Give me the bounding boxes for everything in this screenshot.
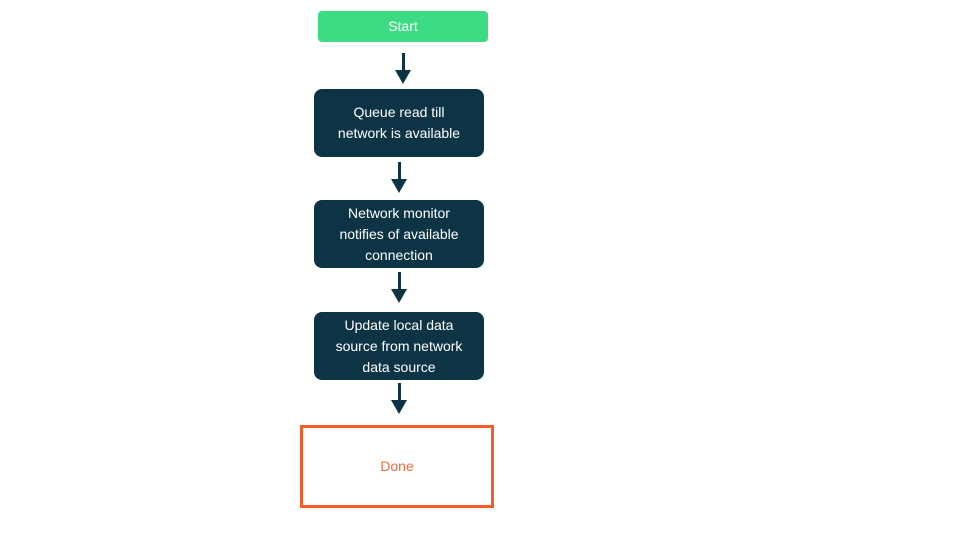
- process-node-queue-read: Queue read till network is available: [314, 89, 484, 157]
- process-node-network-monitor: Network monitor notifies of available co…: [314, 200, 484, 268]
- arrow-head: [391, 289, 407, 303]
- arrow-stem: [397, 162, 401, 179]
- arrow-down-icon: [391, 272, 407, 303]
- arrow-stem: [397, 383, 401, 400]
- arrow-down-icon: [391, 383, 407, 414]
- done-node: Done: [300, 425, 494, 508]
- arrow-stem: [401, 53, 405, 70]
- arrow-stem: [397, 272, 401, 289]
- arrow-head: [395, 70, 411, 84]
- arrow-head: [391, 400, 407, 414]
- arrow-down-icon: [391, 162, 407, 193]
- start-node: Start: [318, 11, 488, 42]
- arrow-head: [391, 179, 407, 193]
- arrow-down-icon: [395, 53, 411, 84]
- process-node-update-local-data: Update local data source from network da…: [314, 312, 484, 380]
